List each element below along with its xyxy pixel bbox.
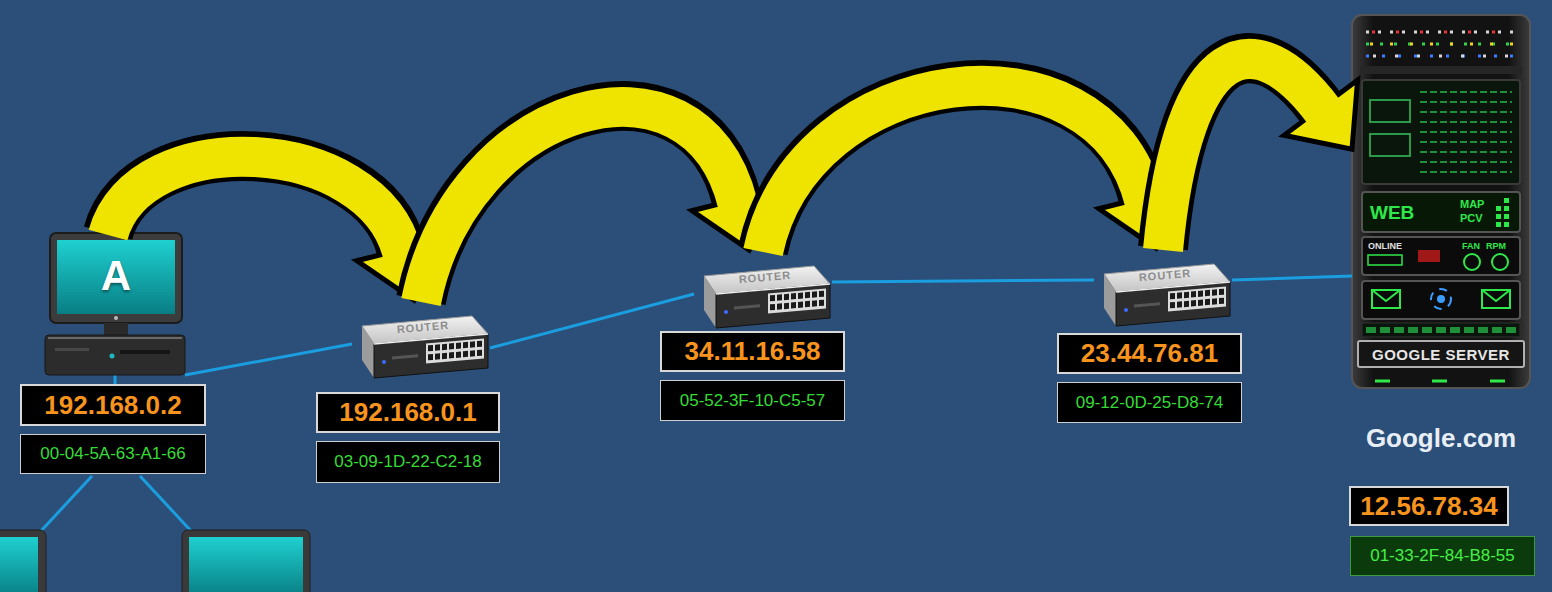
network-cable [185, 344, 352, 375]
server-panel-label: ONLINE [1368, 241, 1402, 251]
router-node: ROUTER23.44.76.8109-12-0D-25-D8-74 [1094, 248, 1232, 328]
server-panel-text: FAN [1462, 242, 1480, 251]
ip-address-box: 192.168.0.1 [316, 392, 500, 433]
lan-wire [40, 375, 192, 532]
ip-address-box: 34.11.16.58 [660, 331, 845, 372]
router-label-text: ROUTER [738, 269, 791, 286]
router-node: ROUTER192.168.0.103-09-1D-22-C2-18 [352, 300, 490, 380]
router-label: ROUTER [390, 317, 457, 337]
domain-name: Google.com [1338, 420, 1544, 456]
router-label-text: ROUTER [396, 319, 449, 336]
mac-address-box: 03-09-1D-22-C2-18 [316, 441, 500, 483]
ip-address-box-text: 34.11.16.58 [685, 336, 821, 367]
mac-address-box: 09-12-0D-25-D8-74 [1057, 382, 1242, 423]
mac-address-box: 01-33-2F-84-B8-55 [1350, 536, 1535, 576]
server-name: GOOGLE SERVER [1360, 342, 1522, 366]
router-illustration [362, 316, 488, 378]
server-panel-text: PCV [1460, 213, 1483, 224]
mac-address-box-text: 09-12-0D-25-D8-74 [1076, 393, 1223, 413]
mac-address-box-text: 05-52-3F-10-C5-57 [680, 391, 826, 411]
server-panel-label: MAP [1460, 198, 1484, 210]
computer-letter-text: A [101, 252, 131, 300]
mac-address-box-text: 03-09-1D-22-C2-18 [334, 452, 481, 472]
mac-address-box: 00-04-5A-63-A1-66 [20, 434, 206, 474]
ip-address-box-text: 12.56.78.34 [1360, 491, 1497, 522]
server-panel-label: RPM [1486, 241, 1506, 251]
server-panel-label: PCV [1460, 212, 1483, 224]
network-cable [1232, 276, 1352, 280]
ip-address-box: 23.44.76.81 [1057, 333, 1242, 374]
hop-arrow [763, 85, 1188, 252]
domain-name-text: Google.com [1366, 423, 1516, 454]
ip-address-box: 192.168.0.2 [20, 384, 206, 426]
server-panel-label: FAN [1462, 241, 1480, 251]
router-illustration [1104, 264, 1230, 326]
ip-address-box-text: 23.44.76.81 [1081, 338, 1218, 369]
server-panel-text: WEB [1370, 203, 1414, 222]
server-rack-illustration [1352, 15, 1530, 388]
mac-address-box-text: 01-33-2F-84-B8-55 [1370, 546, 1515, 566]
hop-arrow [108, 156, 446, 300]
mac-address-box: 05-52-3F-10-C5-57 [660, 380, 845, 421]
server-panel-text: ONLINE [1368, 242, 1402, 251]
router-label: ROUTER [1132, 265, 1199, 285]
server-name-text: GOOGLE SERVER [1372, 346, 1510, 363]
computer-node: A192.168.0.200-04-5A-63-A1-66 [45, 233, 185, 375]
ip-address-box-text: 192.168.0.2 [44, 390, 181, 421]
other-computer [0, 530, 310, 592]
server-panel-text: MAP [1460, 199, 1484, 210]
server-panel-text: RPM [1486, 242, 1506, 251]
server-node: GOOGLE SERVERGoogle.com12.56.78.3401-33-… [1352, 15, 1530, 388]
mac-address-box-text: 00-04-5A-63-A1-66 [40, 444, 186, 464]
ip-address-box: 12.56.78.34 [1349, 486, 1509, 526]
hop-arrow [1163, 58, 1358, 250]
router-illustration [704, 266, 830, 328]
computer-illustration [45, 233, 185, 375]
server-panel-label: WEB [1370, 202, 1414, 223]
ip-address-box-text: 192.168.0.1 [339, 397, 476, 428]
router-label-text: ROUTER [1138, 267, 1191, 284]
network-cable [832, 280, 1094, 282]
router-label: ROUTER [732, 267, 799, 287]
computer-letter: A [58, 240, 174, 312]
hop-arrow [421, 106, 781, 302]
router-node: ROUTER34.11.16.5805-52-3F-10-C5-57 [694, 250, 832, 330]
